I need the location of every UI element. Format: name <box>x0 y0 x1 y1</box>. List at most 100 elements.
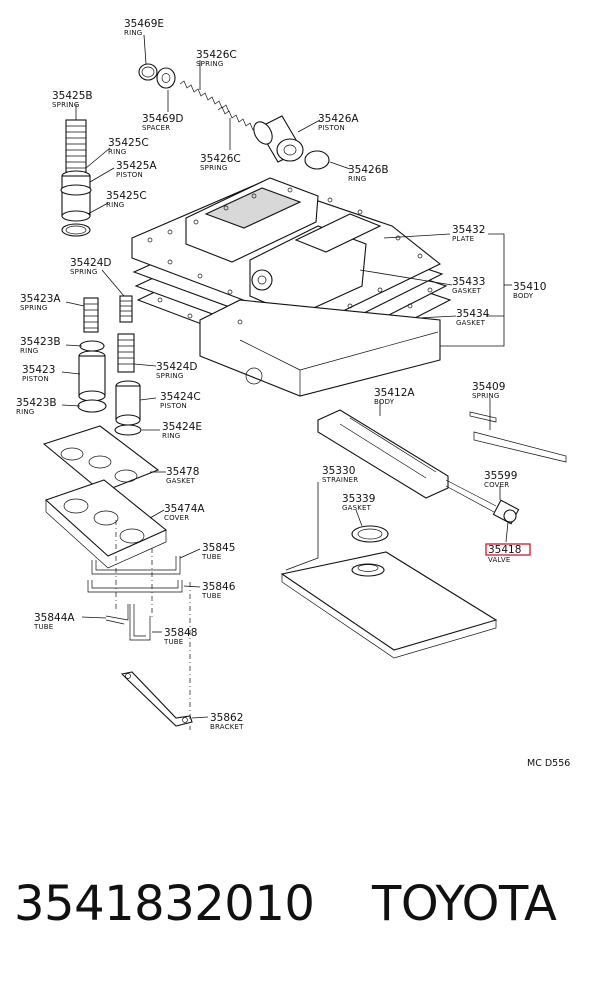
callout-35848-number: 35848 <box>164 627 197 639</box>
callout-35432-name: PLATE <box>452 235 474 243</box>
callout-35425b-name: SPRING <box>52 101 79 109</box>
callout-35418-number: 35418 <box>488 544 521 556</box>
callout-35844a: 35844A TUBE <box>33 612 75 631</box>
gasket-35339-drawing <box>351 525 389 543</box>
callout-35423b-top: 35423B RING <box>20 336 61 355</box>
callout-35423: 35423 PISTON <box>22 364 55 383</box>
callout-35426a-number: 35426A <box>318 113 359 125</box>
callout-35424d-top-name: SPRING <box>70 268 97 276</box>
callout-35434-number: 35434 <box>456 308 490 320</box>
piston-35423-drawing <box>78 350 106 402</box>
callout-35425a: 35425A PISTON <box>116 160 157 179</box>
callout-35424c-name: PISTON <box>160 402 187 410</box>
callout-35423b-low: 35423B RING <box>16 397 57 416</box>
body-35412a-drawing <box>317 409 449 499</box>
callout-35426a: 35426A PISTON <box>318 113 359 132</box>
tube-35846-drawing <box>87 580 183 593</box>
callout-35418[interactable]: 35418 VALVE <box>485 543 531 564</box>
callout-35478-name: GASKET <box>166 477 196 485</box>
callout-35599-number: 35599 <box>484 470 517 482</box>
callout-35409-name: SPRING <box>472 392 499 400</box>
callout-35425c-low-number: 35425C <box>106 190 147 202</box>
callout-35339-name: GASKET <box>342 504 372 512</box>
callout-35425b-number: 35425B <box>52 90 93 102</box>
callout-35846-number: 35846 <box>202 581 236 593</box>
callout-35424e-number: 35424E <box>162 421 202 433</box>
spring-35425b-drawing <box>65 119 87 173</box>
callout-35423-number: 35423 <box>22 364 55 376</box>
snap-ring-35469e-drawing <box>138 63 158 81</box>
callout-35469d-number: 35469D <box>142 113 184 125</box>
callout-35848: 35848 TUBE <box>163 627 197 646</box>
callout-35599-name: COVER <box>484 481 509 489</box>
spring-35426c-drawing <box>179 80 230 113</box>
callout-35432-number: 35432 <box>452 224 485 236</box>
callout-35433-number: 35433 <box>452 276 485 288</box>
callout-35410: 35410 BODY <box>513 281 546 300</box>
ring-35423b-low-drawing <box>77 399 107 413</box>
callout-35423-name: PISTON <box>22 375 49 383</box>
callout-35845-name: TUBE <box>201 553 221 561</box>
bracket-35862-drawing <box>120 671 193 727</box>
cover-35474a-drawing <box>44 479 168 569</box>
strainer-35330-drawing <box>280 551 498 659</box>
callout-35426c-top-number: 35426C <box>196 49 237 61</box>
callout-35599: 35599 COVER <box>484 470 517 489</box>
caption-part-number: 3541832010 <box>14 876 315 932</box>
callout-35410-number: 35410 <box>513 281 546 293</box>
callout-35410-name: BODY <box>513 292 534 300</box>
callout-35425c-top-name: RING <box>108 148 126 156</box>
callout-35339: 35339 GASKET <box>342 493 375 512</box>
tube-35845-drawing <box>91 556 181 575</box>
callout-35474a-name: COVER <box>164 514 189 522</box>
callout-35862-name: BRACKET <box>210 723 244 731</box>
callout-35426c-low-number: 35426C <box>200 153 241 165</box>
callout-35424d-top-number: 35424D <box>70 257 112 269</box>
callout-35425c-low-name: RING <box>106 201 124 209</box>
callout-35424e: 35424E RING <box>162 421 202 440</box>
callout-35424d-low: 35424D SPRING <box>156 361 198 380</box>
callout-35409-number: 35409 <box>472 381 505 393</box>
callout-35425a-number: 35425A <box>116 160 157 172</box>
callout-35425b: 35425B SPRING <box>52 90 93 109</box>
cover-35599-drawing <box>445 479 497 513</box>
callout-35469e-number: 35469E <box>124 18 164 30</box>
callout-35845: 35845 TUBE <box>201 542 235 561</box>
callout-35330-number: 35330 <box>322 465 355 477</box>
callout-35426b-number: 35426B <box>348 164 389 176</box>
piston-35425a-drawing <box>60 170 92 222</box>
callout-35423b-top-name: RING <box>20 347 38 355</box>
callout-35424c: 35424C PISTON <box>160 391 201 410</box>
spring-35409-drawing <box>469 411 567 463</box>
callout-35432: 35432 PLATE <box>452 224 485 243</box>
ring-35424e-drawing <box>114 424 142 436</box>
caption-brand: TOYOTA <box>372 876 557 932</box>
callout-35423b-low-name: RING <box>16 408 34 416</box>
part-caption: 3541832010 TOYOTA <box>0 868 600 948</box>
callout-35862-number: 35862 <box>210 712 243 724</box>
callout-35330-name: STRAINER <box>322 476 358 484</box>
spring-35424d-drawing <box>119 295 133 323</box>
callout-35474a-number: 35474A <box>164 503 205 515</box>
callout-35426c-top-name: SPRING <box>196 60 223 68</box>
ring-35426b-drawing <box>304 150 330 170</box>
piston-35426a-drawing <box>253 115 304 163</box>
callout-35426a-name: PISTON <box>318 124 345 132</box>
callout-35423b-top-number: 35423B <box>20 336 61 348</box>
diagram-code: MC D556 <box>527 758 570 769</box>
callout-35426c-low-name: SPRING <box>200 164 227 172</box>
callout-35425c-top-number: 35425C <box>108 137 149 149</box>
spring-35423a-drawing <box>83 297 99 333</box>
spring-35426c-low-drawing <box>217 106 261 135</box>
callout-35844a-name: TUBE <box>33 623 53 631</box>
leader-lines <box>61 34 512 730</box>
piston-35424c-drawing <box>115 380 141 426</box>
callout-35424c-number: 35424C <box>160 391 201 403</box>
callout-35418-name: VALVE <box>488 556 510 564</box>
callout-35424e-name: RING <box>162 432 180 440</box>
callout-35469d-name: SPACER <box>142 124 170 132</box>
callout-35474a: 35474A COVER <box>164 503 205 522</box>
callout-35469d: 35469D SPACER <box>142 113 184 132</box>
callout-35426b: 35426B RING <box>348 164 389 183</box>
valve-body-assembly-drawing <box>131 177 452 397</box>
